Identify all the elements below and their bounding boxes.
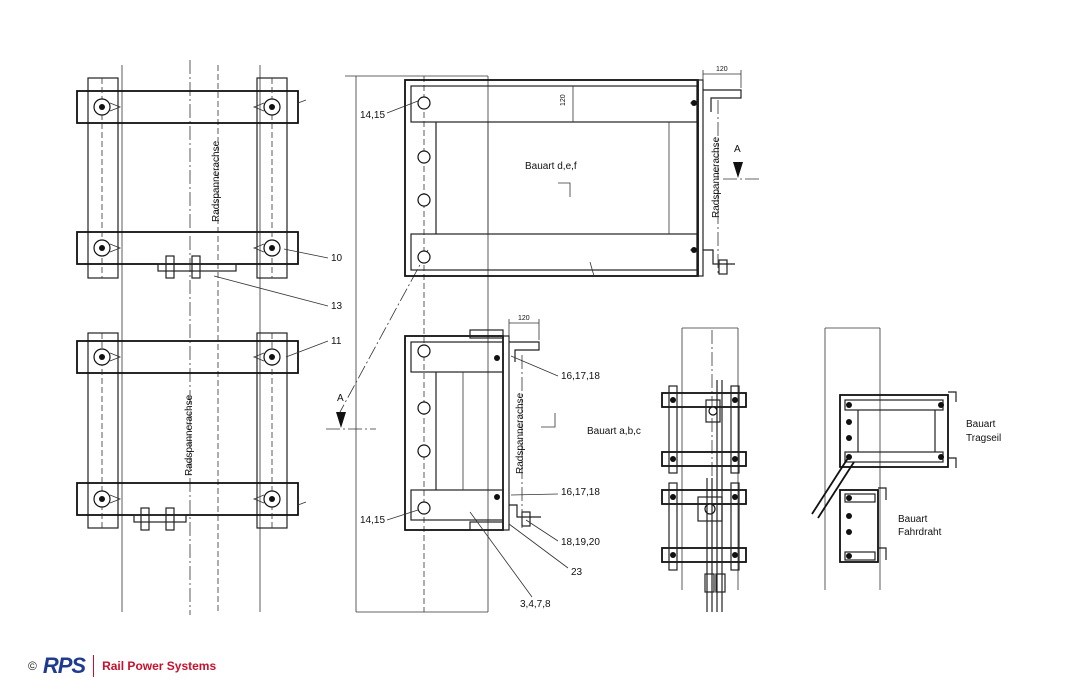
logo-separator	[93, 655, 95, 677]
radspanner-axis-label-right-top: Radspannerachse	[711, 136, 722, 218]
copyright-symbol: ©	[28, 659, 37, 673]
section-view-a	[661, 327, 747, 612]
section-marker-a-left: A	[326, 393, 376, 430]
svg-text:A: A	[734, 144, 741, 155]
bauart-def-label: Bauart d,e,f	[525, 161, 577, 172]
dim-120-top-horizontal: 120	[716, 66, 728, 73]
callout-3-4-7-8: 3,4,7,8	[520, 599, 551, 610]
bottom-clamp-assembly	[76, 332, 307, 531]
callout-10: 10	[331, 253, 343, 264]
bracket-bauart-def: 120 120 Bauart d,e,f Radspannerachse	[404, 66, 742, 277]
top-clamp-assembly	[76, 77, 307, 279]
svg-text:A: A	[337, 393, 344, 404]
company-logo: © RPS Rail Power Systems	[28, 652, 216, 680]
bauart-fahrdraht-label-line1: Bauart	[898, 514, 928, 525]
callout-13: 13	[331, 301, 343, 312]
left-view-mast-clamps: Radspannerachse Radspannerachse 10 13 11	[76, 60, 343, 615]
callout-16-17-18-top: 16,17,18	[561, 371, 600, 382]
bauart-fahrdraht-label-line2: Fahrdraht	[898, 527, 942, 538]
bauart-abc-label: Bauart a,b,c	[587, 426, 641, 437]
middle-view-brackets: 120 120 Bauart d,e,f Radspannerachse	[326, 66, 760, 613]
callout-14-15-top: 14,15	[360, 110, 385, 121]
callout-14-15-bottom: 14,15	[360, 515, 385, 526]
dim-120-mid-horizontal: 120	[518, 315, 530, 322]
callout-23: 23	[571, 567, 583, 578]
callout-11: 11	[331, 336, 342, 347]
bracket-bauart-abc: 120 Radspannerachse Bauart a,b,c	[404, 315, 641, 531]
company-name: Rail Power Systems	[102, 659, 217, 673]
section-marker-a-right: A	[723, 144, 760, 180]
bauart-tragseil-label-line1: Bauart	[966, 419, 996, 430]
radspanner-axis-label-left-bottom: Radspannerachse	[184, 394, 195, 476]
radspanner-axis-label-left-top: Radspannerachse	[211, 140, 222, 222]
callout-18-19-20: 18,19,20	[561, 537, 600, 548]
dim-120-top-vertical: 120	[560, 94, 567, 106]
rps-logo-mark: RPS	[42, 653, 86, 678]
radspanner-axis-label-right-bottom: Radspannerachse	[515, 392, 526, 474]
callout-16-17-18-bottom: 16,17,18	[561, 487, 600, 498]
bauart-tragseil-label-line2: Tragseil	[966, 433, 1001, 444]
side-view-tragseil-fahrdraht: Bauart Tragseil Bauart Fahrdraht	[811, 327, 1001, 590]
